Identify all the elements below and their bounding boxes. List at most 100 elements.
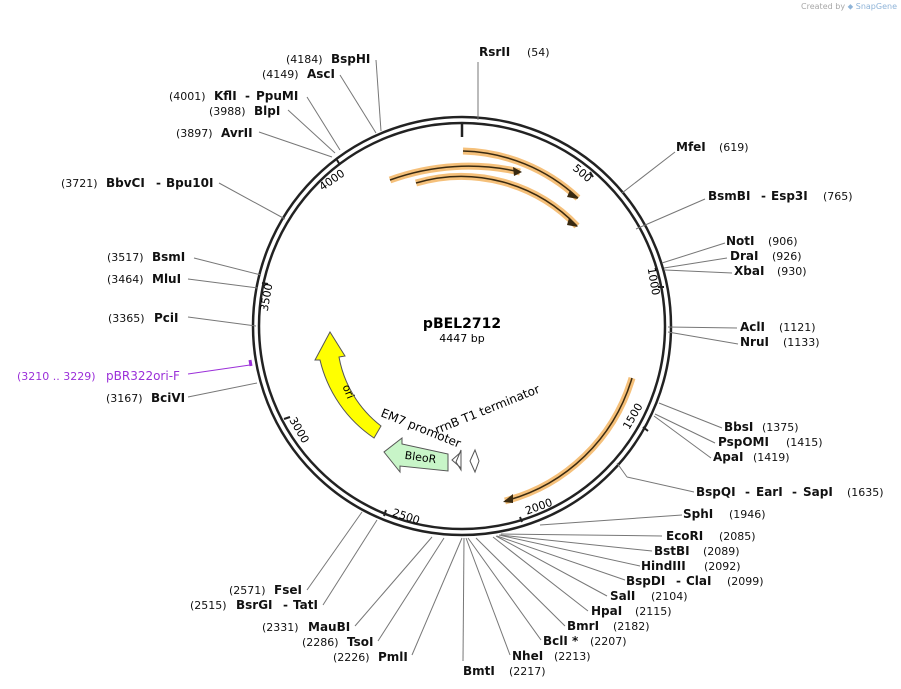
svg-text:SphI: SphI xyxy=(683,507,713,521)
svg-text:DraI: DraI xyxy=(730,249,758,263)
enzyme-nhei[interactable]: NheI (2213) xyxy=(512,649,591,663)
svg-text:(1419): (1419) xyxy=(753,451,790,464)
enzyme-pspomi[interactable]: PspOMI (1415) xyxy=(718,435,823,449)
svg-text:SapI: SapI xyxy=(803,485,833,499)
svg-text:KflI: KflI xyxy=(214,89,237,103)
primer-pbr322ori-f[interactable]: (3210 .. 3229) pBR322ori-F xyxy=(17,359,253,383)
svg-text:BsmBI: BsmBI xyxy=(708,189,750,203)
enzyme-sphi[interactable]: SphI (1946) xyxy=(683,507,766,521)
svg-text:HindIII: HindIII xyxy=(641,559,686,573)
svg-text:(2515): (2515) xyxy=(190,599,227,612)
rrnb-terminator-arrow-icon xyxy=(469,448,480,474)
svg-text:BsrGI: BsrGI xyxy=(236,598,273,612)
enzyme-hindiii[interactable]: HindIII (2092) xyxy=(641,559,741,573)
credit-prefix: Created by xyxy=(801,2,846,11)
svg-text:(3167): (3167) xyxy=(106,392,143,405)
plasmid-length: 4447 bp xyxy=(439,332,484,345)
enzyme-bbvci[interactable]: (3721) BbvCI - Bpu10I xyxy=(61,176,213,190)
svg-text:(2213): (2213) xyxy=(554,650,591,663)
enzyme-bbsi[interactable]: BbsI (1375) xyxy=(724,420,799,434)
svg-text:(619): (619) xyxy=(719,141,749,154)
enzyme-bcli[interactable]: BclI * (2207) xyxy=(543,634,627,648)
enzyme-bsphi[interactable]: (4184) BspHI xyxy=(286,52,370,66)
enzyme-fsei[interactable]: (2571) FseI xyxy=(229,583,302,597)
enzyme-bsmi[interactable]: (3517) BsmI xyxy=(107,250,185,264)
enzyme-nrui[interactable]: NruI (1133) xyxy=(740,335,820,349)
enzyme-acli[interactable]: AclI (1121) xyxy=(740,320,816,334)
enzyme-asci[interactable]: (4149) AscI xyxy=(262,67,335,81)
svg-text:(2092): (2092) xyxy=(704,560,741,573)
svg-text:(54): (54) xyxy=(527,46,550,59)
enzyme-sali[interactable]: SalI (2104) xyxy=(610,589,688,603)
svg-text:(4149): (4149) xyxy=(262,68,299,81)
svg-text:PpuMI: PpuMI xyxy=(256,89,298,103)
tick-label-3500: 3500 xyxy=(258,282,276,312)
svg-text:(1415): (1415) xyxy=(786,436,823,449)
enzyme-bsmbi[interactable]: BsmBI - Esp3I (765) xyxy=(708,189,853,203)
enzyme-ecori[interactable]: EcoRI (2085) xyxy=(666,529,756,543)
svg-text:MauBI: MauBI xyxy=(308,620,350,634)
svg-text:-: - xyxy=(792,485,797,499)
svg-text:(2331): (2331) xyxy=(262,621,299,634)
svg-text:(2104): (2104) xyxy=(651,590,688,603)
svg-text:(3365): (3365) xyxy=(108,312,145,325)
enzyme-xbai[interactable]: XbaI (930) xyxy=(734,264,807,278)
enzyme-bmri[interactable]: BmrI (2182) xyxy=(567,619,650,633)
enzyme-bcivi[interactable]: (3167) BciVI xyxy=(106,391,185,405)
enzyme-bsrgi[interactable]: (2515) BsrGI - TatI xyxy=(190,598,318,612)
svg-text:(3988): (3988) xyxy=(209,105,246,118)
enzyme-pcii[interactable]: (3365) PciI xyxy=(108,311,179,325)
enzyme-noti[interactable]: NotI (906) xyxy=(726,234,798,248)
enzyme-tsoi[interactable]: (2286) TsoI xyxy=(302,635,373,649)
svg-text:(765): (765) xyxy=(823,190,853,203)
enzyme-drai[interactable]: DraI (926) xyxy=(730,249,802,263)
enzyme-leader-lines xyxy=(187,59,739,662)
svg-text:MluI: MluI xyxy=(152,272,181,286)
svg-text:EcoRI: EcoRI xyxy=(666,529,703,543)
enzyme-maubi[interactable]: (2331) MauBI xyxy=(262,620,350,634)
enzyme-rsrii[interactable]: RsrII (54) xyxy=(479,45,550,59)
svg-text:XbaI: XbaI xyxy=(734,264,764,278)
svg-text:(930): (930) xyxy=(777,265,807,278)
primer-pos: (3210 .. 3229) xyxy=(17,370,96,383)
svg-text:(2571): (2571) xyxy=(229,584,266,597)
rrnb-terminator-label: rrnB T1 terminator xyxy=(433,382,542,437)
plasmid-name: pBEL2712 xyxy=(423,316,501,332)
svg-text:BbvCI: BbvCI xyxy=(106,176,145,190)
credit-brand: SnapGene xyxy=(855,2,897,11)
svg-text:(4001): (4001) xyxy=(169,90,206,103)
svg-text:EarI: EarI xyxy=(756,485,783,499)
enzyme-hpai[interactable]: HpaI (2115) xyxy=(591,604,672,618)
svg-text:-: - xyxy=(245,89,250,103)
svg-text:Bpu10I: Bpu10I xyxy=(166,176,213,190)
svg-text:PmlI: PmlI xyxy=(378,650,408,664)
enzyme-blpi[interactable]: (3988) BlpI xyxy=(209,104,280,118)
enzyme-mfei[interactable]: MfeI (619) xyxy=(676,140,749,154)
enzyme-avrii[interactable]: (3897) AvrII xyxy=(176,126,253,140)
tick-1000: 1000 xyxy=(645,266,664,296)
svg-text:BstBI: BstBI xyxy=(654,544,690,558)
enzyme-bspqi[interactable]: BspQI - EarI - SapI (1635) xyxy=(696,485,884,499)
enzyme-bspdi[interactable]: BspDI - ClaI (2099) xyxy=(626,574,764,588)
feature-arrow-1 xyxy=(388,162,522,184)
svg-text:ApaI: ApaI xyxy=(713,450,743,464)
enzyme-kfli[interactable]: (4001) KflI - PpuMI xyxy=(169,89,298,103)
svg-text:(2217): (2217) xyxy=(509,665,546,678)
tick-label-3000: 3000 xyxy=(286,415,311,446)
svg-text:Esp3I: Esp3I xyxy=(771,189,808,203)
bleor-feature: BleoR xyxy=(383,436,449,474)
tick-label-500: 500 xyxy=(570,162,594,185)
svg-text:(3721): (3721) xyxy=(61,177,98,190)
svg-text:(3517): (3517) xyxy=(107,251,144,264)
svg-text:(2115): (2115) xyxy=(635,605,672,618)
svg-text:-: - xyxy=(761,189,766,203)
enzyme-bmti[interactable]: BmtI (2217) xyxy=(463,664,546,678)
enzyme-pmli[interactable]: (2226) PmlI xyxy=(333,650,408,664)
primer-name: pBR322ori-F xyxy=(106,369,180,383)
enzyme-bstbi[interactable]: BstBI (2089) xyxy=(654,544,740,558)
enzyme-mlui[interactable]: (3464) MluI xyxy=(107,272,181,286)
enzyme-apai[interactable]: ApaI (1419) xyxy=(713,450,790,464)
feature-arrow-4 xyxy=(503,377,636,505)
svg-text:(1635): (1635) xyxy=(847,486,884,499)
